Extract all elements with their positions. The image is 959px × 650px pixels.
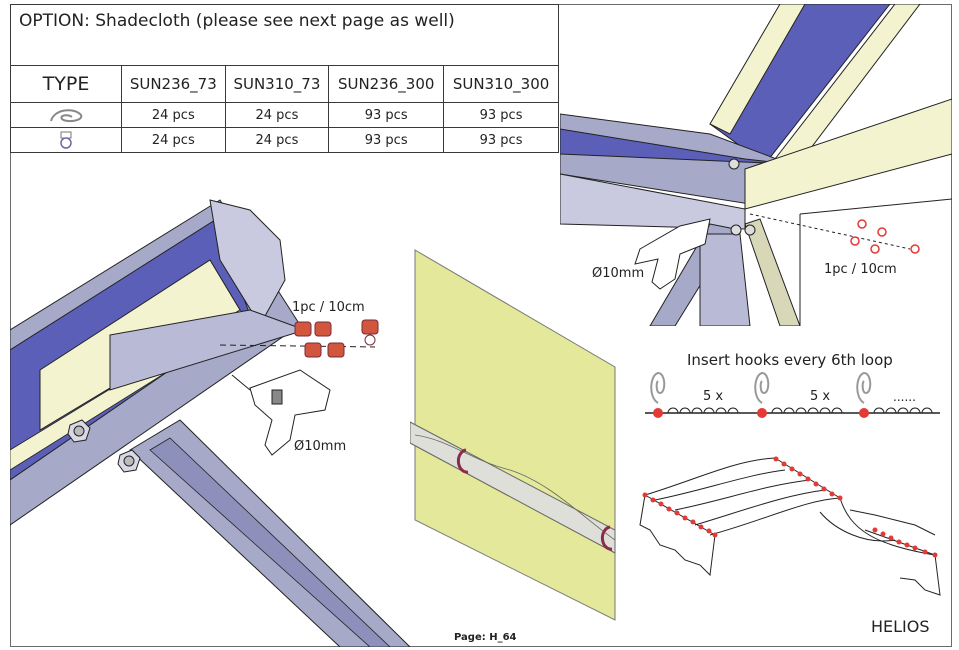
eyelet-clip-icon [60,131,72,149]
row-type-cell [10,102,122,128]
row-type-cell [10,127,122,153]
page-title: OPTION: Shadecloth (please see next page… [10,4,559,66]
drill-icon [634,218,711,290]
shadecloth-panel-illustration [410,249,616,621]
table-cell: 93 pcs [443,102,559,128]
table-cell: 93 pcs [328,102,445,128]
left-spacing-label: 1pc / 10cm [292,300,365,315]
table-cell: 24 pcs [224,127,330,153]
gap-label-1: 5 x [703,389,724,404]
draped-shadecloth-illustration [639,456,941,596]
column-header: SUN310_73 [224,65,330,103]
table-cell: 93 pcs [328,127,445,153]
continuation-dots: ...... [893,390,916,404]
gap-label-2: 5 x [810,389,831,404]
right-spacing-label: 1pc / 10cm [824,262,897,277]
hook-icon [856,371,872,404]
column-header: SUN236_300 [328,65,445,103]
hook-icon [600,525,613,551]
clip-icon [850,219,920,254]
table-row: 24 pcs 24 pcs 93 pcs 93 pcs [10,127,559,153]
type-header: TYPE [10,65,122,103]
hook-point-icon [653,408,663,418]
hook-point-icon [757,408,767,418]
column-header: SUN236_73 [121,65,226,103]
bolt-icon [67,419,91,443]
hook-spacing-diagram [645,371,940,418]
bolt-icon [117,449,141,473]
corner-assembly-illustration [560,4,952,326]
table-header-row: TYPE SUN236_73 SUN310_73 SUN236_300 SUN3… [10,65,559,103]
table-cell: 24 pcs [121,127,226,153]
left-drill-label: Ø10mm [294,439,347,454]
table-row: 24 pcs 24 pcs 93 pcs 93 pcs [10,102,559,128]
hook-icon [650,371,666,404]
hook-icon [754,371,770,404]
clip-pile-icon [294,319,379,358]
hook-point-icon [859,408,869,418]
page-label: Page: H_64 [454,632,517,643]
table-cell: 24 pcs [224,102,330,128]
parts-table: OPTION: Shadecloth (please see next page… [10,4,559,153]
hook-icon [456,448,469,474]
right-drill-label: Ø10mm [592,266,645,281]
drill-icon [231,369,331,456]
table-cell: 24 pcs [121,102,226,128]
left-assembly-illustration [10,199,410,647]
hook-diagram-title: Insert hooks every 6th loop [687,351,893,369]
hook-clip-icon [50,109,83,123]
column-header: SUN310_300 [443,65,559,103]
table-cell: 93 pcs [443,127,559,153]
brand-label: HELIOS [871,617,930,636]
